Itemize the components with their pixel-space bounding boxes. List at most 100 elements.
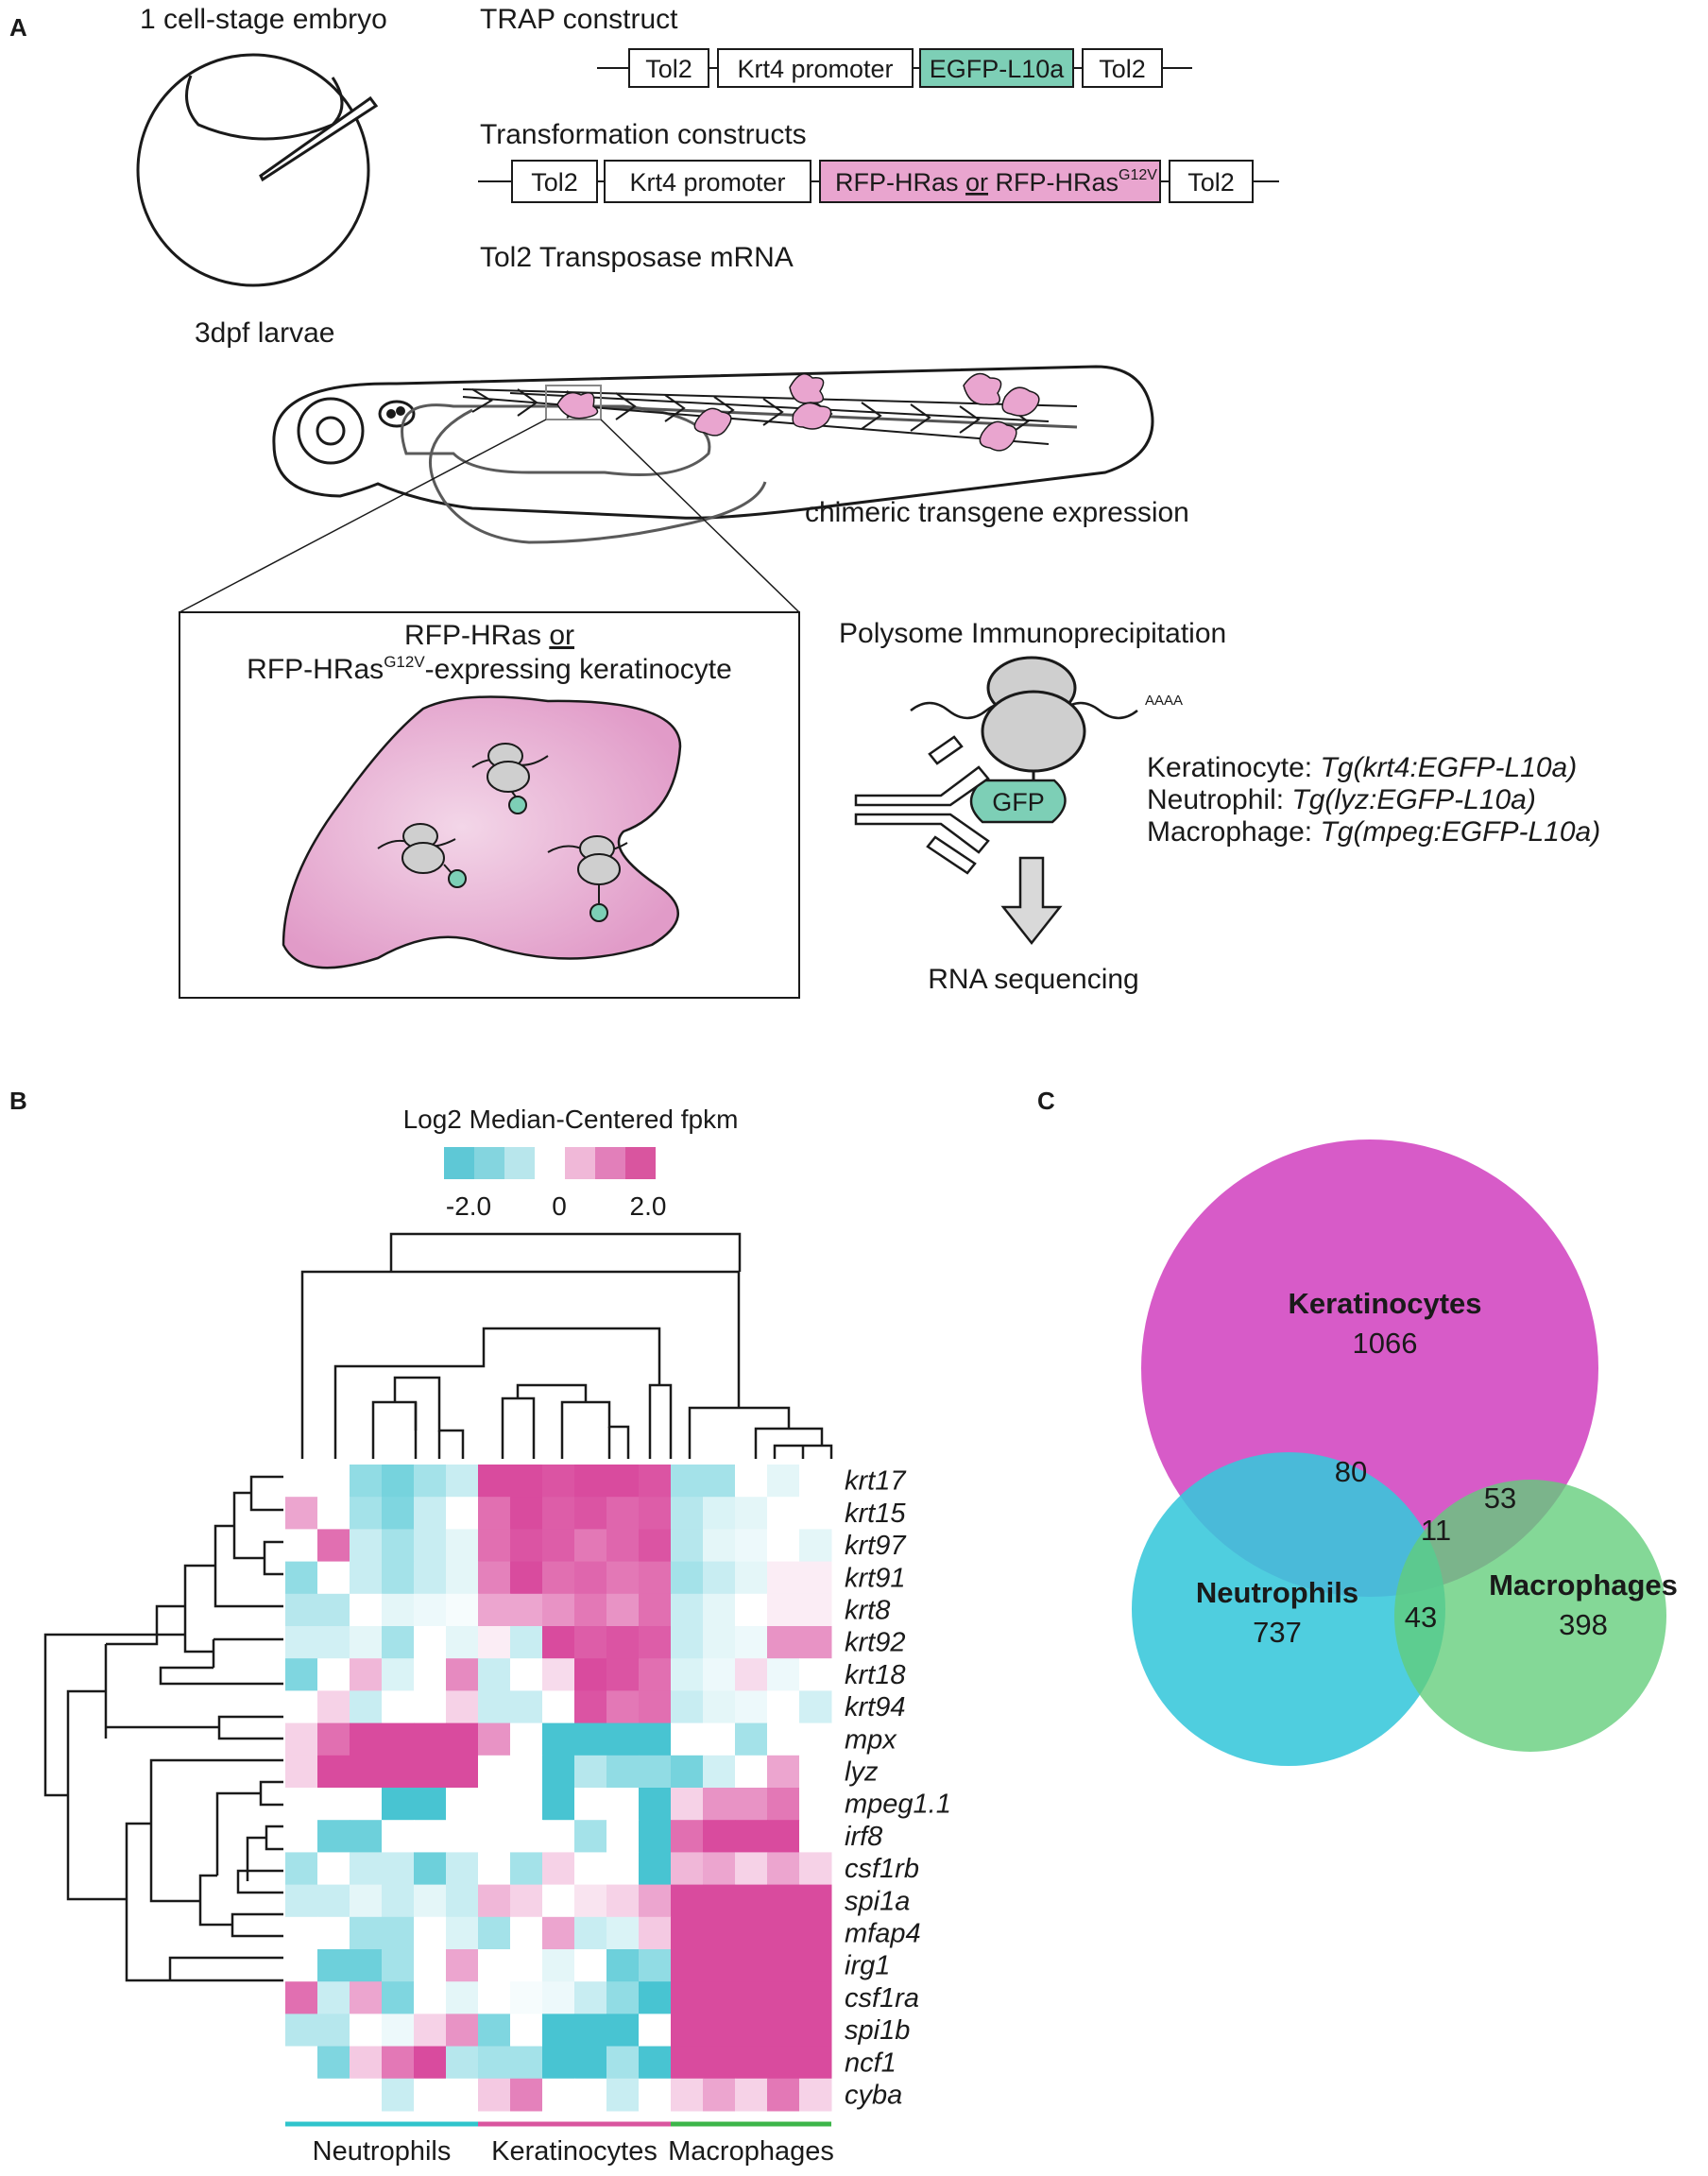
heatmap-cell (799, 1529, 832, 1563)
heatmap-cell (671, 1884, 704, 1918)
heatmap-cell (767, 1981, 800, 2014)
tg-line-keratinocyte: Keratinocyte: Tg(krt4:EGFP-L10a) (1147, 752, 1577, 783)
heatmap-cell (478, 1626, 511, 1659)
heatmap-cell (446, 1949, 479, 1982)
heatmap-cell (767, 1497, 800, 1530)
heatmap-cell (703, 1529, 736, 1563)
heatmap-cell (767, 1755, 800, 1789)
heatmap-cell (382, 1561, 415, 1595)
heatmap-cell (542, 1626, 575, 1659)
heatmap-cell (606, 1820, 640, 1853)
heatmap-cell (350, 1788, 383, 1821)
heatmap-cell (639, 1884, 672, 1918)
heatmap-cell (735, 1690, 768, 1724)
gene-label: krt15 (845, 1499, 906, 1529)
heatmap-cell (285, 1852, 318, 1886)
heatmap-cell (735, 1658, 768, 1691)
heatmap-cell (703, 1722, 736, 1756)
heatmap-cell (285, 1722, 318, 1756)
heatmap-cell (285, 1690, 318, 1724)
heatmap-cell (542, 1465, 575, 1498)
heatmap-cell (671, 1788, 704, 1821)
gene-label: krt8 (845, 1595, 890, 1625)
heatmap-cell (510, 2078, 543, 2112)
heatmap-cell (799, 1722, 832, 1756)
heatmap-cell (446, 1820, 479, 1853)
heatmap-cell (317, 1820, 350, 1853)
heatmap-cell (446, 1788, 479, 1821)
heatmap-legend-title: Log2 Median-Centered fpkm (403, 1105, 739, 1134)
heatmap-cell (574, 1884, 607, 1918)
heatmap-cell (510, 2046, 543, 2080)
heatmap-cell (767, 1949, 800, 1982)
heatmap-cell (478, 1658, 511, 1691)
heatmap-cell (446, 1529, 479, 1563)
heatmap-cell (606, 1561, 640, 1595)
heatmap-cell (446, 2078, 479, 2112)
heatmap-cell (414, 1658, 447, 1691)
tg-line-macrophage: Macrophage: Tg(mpeg:EGFP-L10a) (1147, 816, 1600, 848)
heatmap-cell (285, 1884, 318, 1918)
heatmap-cell (446, 1465, 479, 1498)
heatmap-cell (350, 1820, 383, 1853)
heatmap-cell (446, 2013, 479, 2047)
heatmap-cell (735, 1788, 768, 1821)
heatmap-cell (735, 1465, 768, 1498)
heatmap-cell (317, 1626, 350, 1659)
heatmap-cell (735, 1852, 768, 1886)
heatmap-cell (671, 2078, 704, 2112)
heatmap-cell (799, 1755, 832, 1789)
heatmap-cell (446, 1981, 479, 2014)
heatmap-cell (510, 1465, 543, 1498)
heatmap-cell (414, 1755, 447, 1789)
inset-caption-line2: RFP-HRasG12V-expressing keratinocyte (247, 653, 732, 685)
heatmap-cell (285, 2078, 318, 2112)
heatmap-cell (510, 1529, 543, 1563)
heatmap-cell (735, 1981, 768, 2014)
inset-caption-line1: RFP-HRas or (404, 620, 574, 651)
heatmap-cell (317, 1722, 350, 1756)
heatmap-cell (285, 1755, 318, 1789)
heatmap-cell (510, 1722, 543, 1756)
venn-circle-macrophages (1394, 1480, 1666, 1752)
heatmap-cell (317, 1465, 350, 1498)
ribosome-icon (377, 823, 467, 888)
heatmap-cell (510, 1852, 543, 1886)
heatmap-cell (767, 1465, 800, 1498)
heatmap-cell (574, 1981, 607, 2014)
rna-seq-label: RNA sequencing (928, 964, 1138, 995)
heatmap-cell (446, 1497, 479, 1530)
heatmap-cell (671, 1916, 704, 1950)
heatmap-cell (671, 1722, 704, 1756)
heatmap-cell (478, 1916, 511, 1950)
gene-label: mpx (845, 1724, 897, 1755)
heatmap-cell (510, 1788, 543, 1821)
heatmap-cell (574, 1755, 607, 1789)
heatmap-cell (767, 1852, 800, 1886)
heatmap-cell (606, 1852, 640, 1886)
heatmap-cell (574, 1852, 607, 1886)
polysome-title: Polysome Immunoprecipitation (839, 618, 1226, 649)
heatmap-cell (606, 1788, 640, 1821)
heatmap-cell (317, 1981, 350, 2014)
heatmap-cell (639, 1561, 672, 1595)
heatmap-cell (317, 1561, 350, 1595)
heatmap-cell (317, 1884, 350, 1918)
heatmap-cell (382, 1820, 415, 1853)
heatmap-cell (542, 1916, 575, 1950)
heatmap-cell (767, 2013, 800, 2047)
heatmap-cell (542, 1755, 575, 1789)
heatmap-cell (478, 1497, 511, 1530)
heatmap-cell (735, 1529, 768, 1563)
heatmap-cell (639, 1593, 672, 1627)
keratinocyte-inset: RFP-HRas or RFP-HRasG12V-expressing kera… (179, 611, 800, 999)
trap-segment-tol2-right: Tol2 (1099, 55, 1146, 83)
heatmap-cell (639, 2078, 672, 2112)
heatmap-cell (285, 1981, 318, 2014)
heatmap-cell (574, 1916, 607, 1950)
heatmap-cell (542, 1820, 575, 1853)
heatmap-cell (478, 1884, 511, 1918)
heatmap-cell (574, 2013, 607, 2047)
heatmap-cell (350, 1690, 383, 1724)
legend-swatch (625, 1147, 656, 1179)
